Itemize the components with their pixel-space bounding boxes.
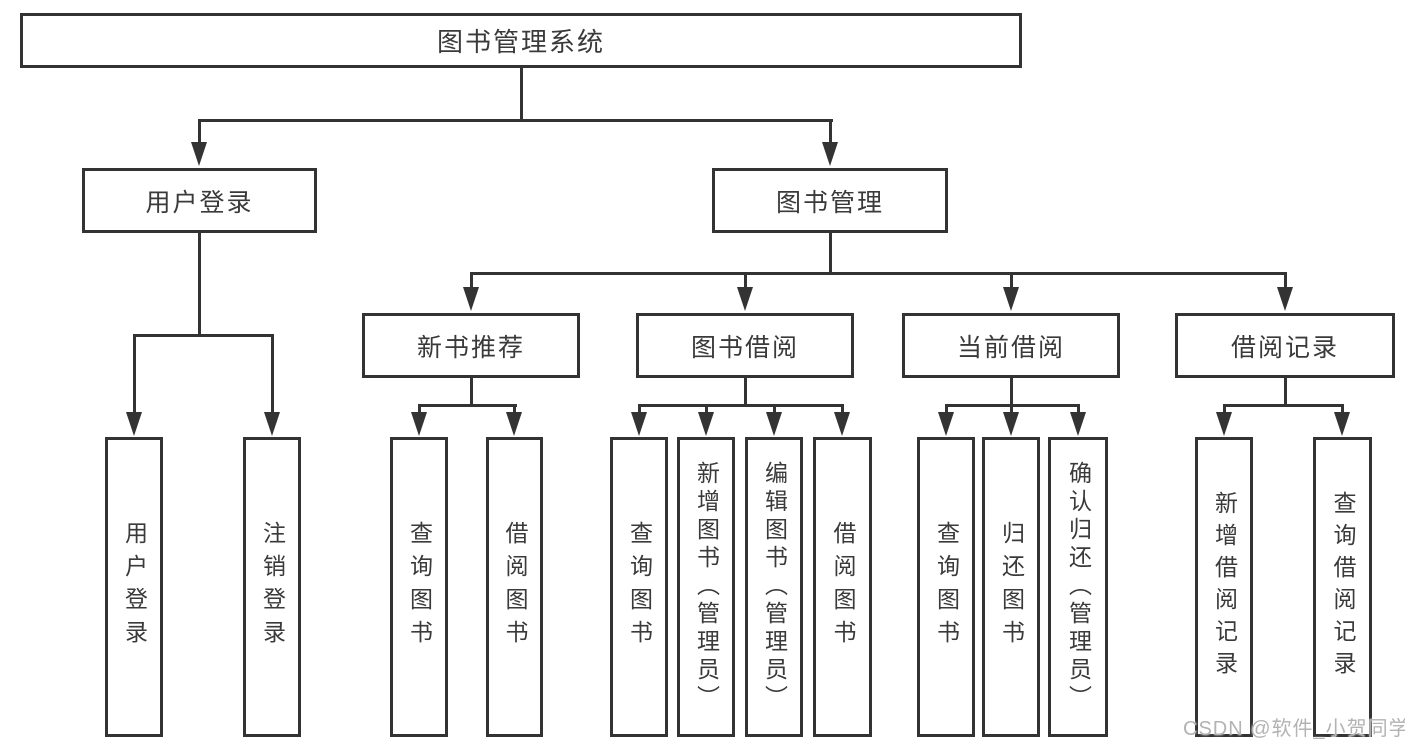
arrow-down-icon <box>1277 287 1293 311</box>
leaf-query-books-recommend: 查询图书 <box>390 437 448 737</box>
connector-records-hbar <box>1222 403 1344 407</box>
connector-level1-hbar <box>197 118 833 122</box>
connector-drop <box>132 333 136 414</box>
connector-recommend-hbar <box>417 403 517 407</box>
arrow-down-icon <box>1334 412 1350 436</box>
leaf-query-books-borrow: 查询图书 <box>610 437 668 737</box>
connector-drop <box>637 403 641 416</box>
arrow-down-icon <box>411 412 427 436</box>
csdn-watermark: CSDN @软件_小贺同学 <box>1183 718 1405 740</box>
leaf-logout: 注销登录 <box>243 437 301 737</box>
arrow-down-icon <box>737 287 753 311</box>
leaf-confirm-return-admin: 确认归还（管理员） <box>1048 437 1108 737</box>
arrow-down-icon <box>463 287 479 311</box>
node-borrow-records: 借阅记录 <box>1175 313 1395 378</box>
connector-drop <box>1009 271 1013 290</box>
connector-drop <box>1009 403 1013 416</box>
leaf-query-books-current: 查询图书 <box>917 437 975 737</box>
node-current-borrow: 当前借阅 <box>902 313 1120 378</box>
node-book-borrow: 图书借阅 <box>636 313 854 378</box>
connector-drop <box>704 403 708 416</box>
connector-drop <box>1283 271 1287 290</box>
node-root-system: 图书管理系统 <box>20 13 1022 68</box>
arrow-down-icon <box>1216 412 1232 436</box>
leaf-borrow-books-recommend: 借阅图书 <box>486 437 543 737</box>
connector-drop <box>417 403 421 416</box>
connector-drop <box>469 271 473 290</box>
arrow-down-icon <box>126 412 142 436</box>
connector-userlogin-stem <box>197 233 201 335</box>
arrow-down-icon <box>631 412 647 436</box>
leaf-edit-books-admin: 编辑图书（管理员） <box>745 437 803 737</box>
connector-drop <box>944 403 948 416</box>
leaf-user-login: 用户登录 <box>105 437 163 737</box>
arrow-down-icon <box>834 412 850 436</box>
connector-userlogin-hbar <box>132 333 274 337</box>
connector-level3-hbar <box>469 271 1287 275</box>
connector-drop <box>197 118 201 147</box>
arrow-down-icon <box>264 412 280 436</box>
connector-drop <box>840 403 844 416</box>
arrow-down-icon <box>822 142 838 166</box>
arrow-down-icon <box>938 412 954 436</box>
connector-current-stem <box>1009 378 1013 406</box>
arrow-down-icon <box>506 412 522 436</box>
leaf-add-borrow-record: 新增借阅记录 <box>1195 437 1253 737</box>
connector-borrow-stem <box>743 378 747 406</box>
connector-drop <box>828 118 832 147</box>
connector-drop <box>1222 403 1226 416</box>
connector-borrow-hbar <box>637 403 844 407</box>
leaf-add-books-admin: 新增图书（管理员） <box>677 437 735 737</box>
connector-records-stem <box>1283 378 1287 406</box>
leaf-borrow-books: 借阅图书 <box>813 437 872 737</box>
connector-drop <box>512 403 516 416</box>
node-new-book-recommend: 新书推荐 <box>362 313 580 378</box>
arrow-down-icon <box>1070 412 1086 436</box>
node-book-management: 图书管理 <box>712 168 948 233</box>
arrow-down-icon <box>191 142 207 166</box>
connector-root-stem <box>519 68 523 120</box>
connector-drop <box>1076 403 1080 416</box>
connector-drop <box>743 271 747 290</box>
node-user-login: 用户登录 <box>82 168 317 233</box>
arrow-down-icon <box>1003 412 1019 436</box>
leaf-return-books: 归还图书 <box>982 437 1040 737</box>
leaf-query-borrow-record: 查询借阅记录 <box>1313 437 1372 737</box>
connector-drop <box>270 333 274 414</box>
arrow-down-icon <box>1003 287 1019 311</box>
arrow-down-icon <box>766 412 782 436</box>
connector-bookmgmt-stem <box>828 233 832 273</box>
connector-drop <box>1340 403 1344 416</box>
connector-recommend-stem <box>469 378 473 406</box>
arrow-down-icon <box>698 412 714 436</box>
connector-drop <box>772 403 776 416</box>
